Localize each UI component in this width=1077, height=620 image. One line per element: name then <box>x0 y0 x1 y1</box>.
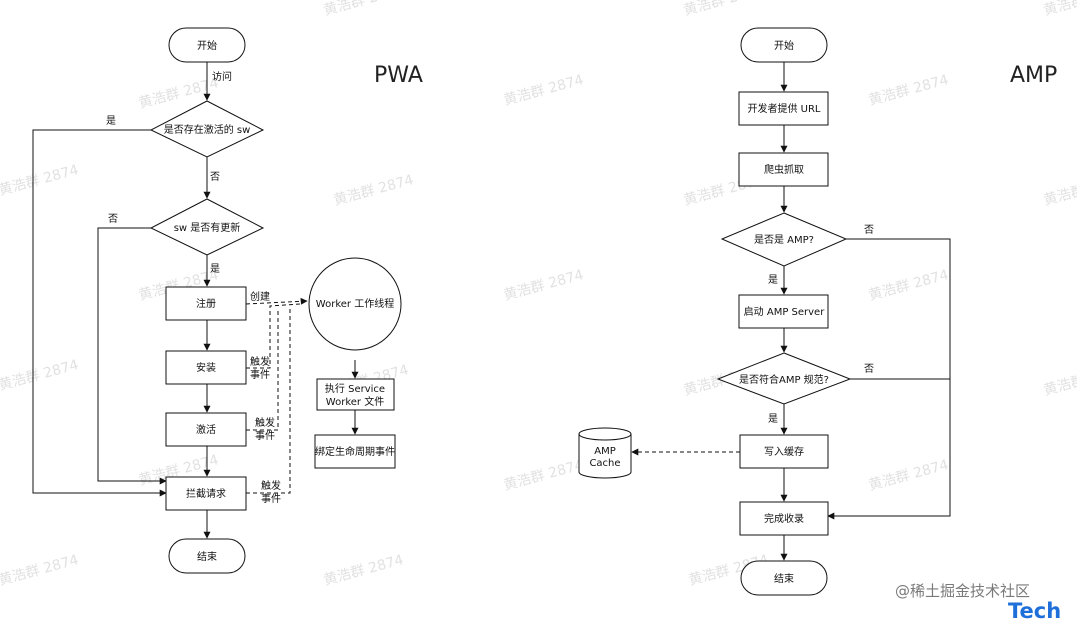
amp-connectors <box>780 62 951 561</box>
pwa-start-node <box>168 27 246 63</box>
amp-cache-cylinder <box>578 427 632 479</box>
pwa-no-label-2: 否 <box>108 213 118 225</box>
watermark: 黄浩群 2874 <box>502 266 586 304</box>
pwa-yes-label: 是 <box>106 115 116 127</box>
pwa-update-decision <box>149 198 265 256</box>
pwa-exec-label-2: Worker 文件 <box>326 395 384 408</box>
pwa-dashed-connectors <box>245 297 308 494</box>
pwa-title: PWA <box>374 63 423 88</box>
amp-start-node <box>740 27 828 63</box>
pwa-trigger-3a: 触发 <box>261 479 281 492</box>
pwa-active-sw-label: 是否存在激活的 sw <box>164 123 251 136</box>
amp-done-node <box>739 501 829 536</box>
amp-cache-label-2: Cache <box>589 458 620 469</box>
amp-end-label: 结束 <box>774 572 794 585</box>
pwa-bind-label: 绑定生命周期事件 <box>315 445 395 458</box>
amp-cache-label-1: AMP <box>594 446 616 457</box>
pwa-bind-node <box>314 434 396 469</box>
pwa-update-label: sw 是否有更新 <box>174 221 241 234</box>
edge-register-to-worker <box>245 297 308 305</box>
amp-url-label: 开发者提供 URL <box>747 102 820 115</box>
pwa-active-sw-decision <box>149 100 265 158</box>
pwa-intercept-node <box>165 476 247 511</box>
amp-server-node <box>738 294 829 329</box>
pwa-register-label: 注册 <box>196 297 216 310</box>
watermark: 黄浩群 2874 <box>322 0 406 19</box>
watermark: 黄浩群 2874 <box>0 551 80 589</box>
pwa-exec-label-1: 执行 Service <box>325 382 385 395</box>
pwa-install-node <box>165 350 247 385</box>
amp-is-amp-label: 是否是 AMP? <box>754 234 814 246</box>
pwa-worker-thread-node <box>308 257 402 351</box>
pwa-worker-thread-label: Worker 工作线程 <box>316 297 394 310</box>
amp-conforms-decision <box>716 352 852 405</box>
amp-yes-label-2: 是 <box>768 413 778 425</box>
amp-yes-label: 是 <box>768 274 778 286</box>
amp-url-node <box>738 91 829 126</box>
amp-conforms-label: 是否符合AMP 规范? <box>739 373 829 386</box>
pwa-trigger-2b: 事件 <box>255 429 275 442</box>
watermark: 黄浩群 2874 <box>0 161 80 199</box>
amp-done-label: 完成收录 <box>764 512 804 525</box>
pwa-activate-node <box>165 412 247 447</box>
pwa-register-node <box>165 286 247 321</box>
watermark: 黄浩群 2874 <box>867 456 951 494</box>
watermark: 黄浩群 2874 <box>867 71 951 109</box>
edge-install-to-worker <box>246 303 301 369</box>
pwa-activate-label: 激活 <box>196 423 216 436</box>
edge-yes-to-intercept <box>32 129 167 497</box>
watermark: 黄浩群 2874 <box>867 266 951 304</box>
amp-end-node <box>740 560 828 596</box>
watermark: 黄浩群 2874 <box>1042 0 1077 19</box>
amp-no-label-2: 否 <box>864 363 874 375</box>
amp-server-label: 启动 AMP Server <box>744 305 826 318</box>
watermark: 黄浩群 2874 <box>1042 361 1077 399</box>
watermark: 黄浩群 2874 <box>332 171 416 209</box>
pwa-start-label: 开始 <box>197 39 217 52</box>
pwa-trigger-2a: 触发 <box>255 416 275 429</box>
pwa-exec-node <box>316 378 395 411</box>
edge-intercept-to-worker <box>246 308 291 494</box>
amp-title: AMP <box>1010 63 1057 88</box>
watermark: 黄浩群 2874 <box>502 71 586 109</box>
amp-is-amp-decision <box>720 212 848 267</box>
pwa-create-label: 创建 <box>250 290 270 303</box>
pwa-trigger-1b: 事件 <box>250 368 270 381</box>
pwa-yes-label-2: 是 <box>210 263 220 275</box>
watermark: 黄浩群 2874 <box>0 356 80 394</box>
pwa-trigger-1a: 触发 <box>250 355 270 368</box>
pwa-no-label: 否 <box>210 171 220 183</box>
amp-write-cache-label: 写入缓存 <box>764 445 804 458</box>
site-watermark: @稀土掘金技术社区 <box>895 582 1030 600</box>
pwa-install-label: 安装 <box>196 361 216 374</box>
pwa-trigger-3b: 事件 <box>261 492 281 505</box>
watermark-layer: 黄浩群 2874 黄浩群 2874 黄浩群 2874 黄浩群 2874 黄浩群 … <box>0 0 1077 589</box>
pwa-connectors <box>32 62 359 539</box>
edge-isamp-no <box>827 238 951 520</box>
edge-no-to-intercept <box>97 227 167 485</box>
pwa-end-label: 结束 <box>197 550 217 563</box>
amp-write-cache-node <box>739 434 829 469</box>
edge-activate-to-worker <box>246 308 279 431</box>
watermark: 黄浩群 2874 <box>502 456 586 494</box>
amp-start-label: 开始 <box>774 39 794 52</box>
watermark: 黄浩群 2874 <box>322 551 406 589</box>
watermark: 黄浩群 2874 <box>1042 171 1077 209</box>
tech-logo: Tech <box>1008 599 1061 620</box>
pwa-visit-label: 访问 <box>212 70 232 83</box>
pwa-intercept-label: 拦截请求 <box>186 487 226 500</box>
amp-crawl-label: 爬虫抓取 <box>764 163 804 176</box>
watermark: 黄浩群 2874 <box>682 0 766 19</box>
amp-crawl-node <box>738 152 829 187</box>
pwa-end-node <box>168 538 246 574</box>
amp-no-label: 否 <box>864 224 874 236</box>
